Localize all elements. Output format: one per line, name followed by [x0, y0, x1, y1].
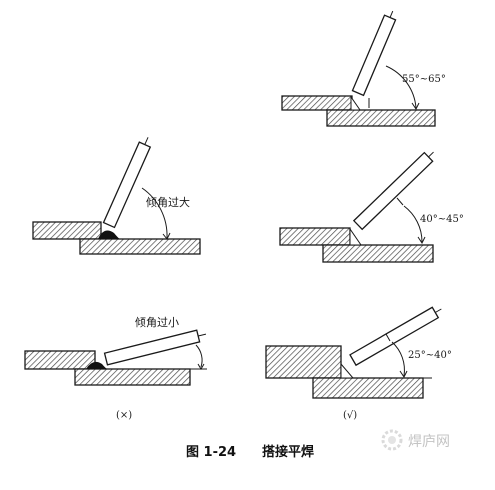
- top-plate: [265, 345, 342, 379]
- example-good-40-45: 40°~45°: [279, 151, 464, 263]
- angle-arc: [403, 205, 423, 243]
- angle-arc: [141, 187, 168, 239]
- electrode: [351, 10, 397, 97]
- top-plate: [281, 95, 353, 111]
- example-angle-too-large: 倾角过大: [32, 137, 201, 255]
- bottom-plate: [74, 368, 191, 386]
- bottom-plate: [79, 238, 201, 255]
- weld-fillet: [340, 362, 355, 379]
- example-good-25-40: 25°~40°: [265, 306, 452, 399]
- electrode: [102, 137, 152, 229]
- angle-arc: [391, 341, 405, 377]
- example-angle-too-small: 倾角过小: [24, 316, 207, 386]
- top-plate: [279, 227, 351, 246]
- label-angle-40-45: 40°~45°: [420, 214, 464, 225]
- angle-arc: [195, 344, 203, 368]
- weld-fillet: [349, 227, 362, 246]
- gear-logo-icon: [381, 429, 403, 451]
- electrode: [349, 306, 442, 367]
- angle-arc: [385, 65, 417, 109]
- watermark-text: 焊庐网: [408, 434, 450, 450]
- mark-incorrect: (×): [116, 410, 132, 421]
- weld-fillet: [350, 95, 361, 111]
- label-angle-55-65: 55°~65°: [402, 74, 446, 85]
- figure-title: 搭接平焊: [262, 444, 314, 460]
- label-angle-too-large: 倾角过大: [146, 195, 190, 209]
- label-angle-25-40: 25°~40°: [408, 350, 452, 361]
- figure-number: 图 1-24: [186, 445, 236, 460]
- weld-bead-excess: [86, 361, 108, 369]
- bottom-plate: [322, 244, 434, 263]
- label-angle-too-small: 倾角过小: [135, 316, 179, 329]
- bottom-plate: [312, 377, 424, 399]
- top-plate: [24, 350, 96, 370]
- bottom-plate: [326, 109, 436, 127]
- example-good-55-65: 55°~65°: [281, 10, 446, 127]
- electrode: [352, 151, 434, 231]
- top-plate: [32, 221, 102, 240]
- weld-bead-excess: [98, 230, 120, 239]
- mark-correct: (√): [343, 410, 357, 421]
- electrode: [103, 329, 207, 366]
